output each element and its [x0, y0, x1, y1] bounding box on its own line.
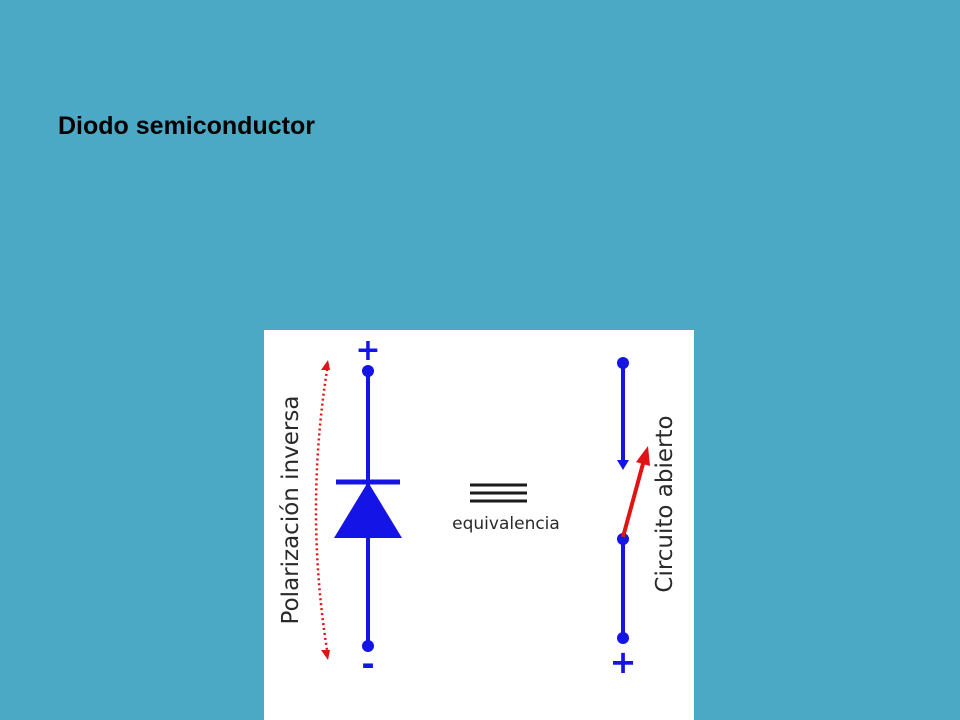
reverse-bias-diode: + -: [334, 333, 402, 683]
diode-icon: [334, 479, 402, 538]
diode-top-sign: +: [355, 333, 380, 368]
switch-bottom-sign: +: [610, 643, 637, 681]
open-circuit: +: [610, 357, 650, 681]
polarization-label: Polarización inversa: [278, 396, 304, 625]
open-circuit-label: Circuito abierto: [652, 415, 678, 592]
switch-lever-arrow-icon: [621, 446, 650, 538]
dotted-arc: [314, 363, 330, 657]
diode-bottom-terminal: [362, 640, 374, 652]
equivalence: equivalencia: [452, 483, 560, 534]
diode-bottom-sign: -: [361, 645, 374, 683]
slide-title: Diodo semiconductor: [58, 112, 315, 140]
arc-bottom-arrowhead-icon: [321, 650, 330, 660]
open-switch-icon: [617, 357, 629, 644]
diode-top-terminal: [362, 365, 374, 377]
reverse-bias-arrow: [314, 360, 330, 660]
switch-contact-tip: [617, 460, 629, 470]
equivalence-label: equivalencia: [452, 514, 560, 534]
diode-anode-triangle: [334, 482, 402, 538]
diode-equivalence-diagram: + - Polarización inversa equiva: [278, 333, 678, 683]
diagram-panel: + - Polarización inversa equiva: [264, 330, 694, 720]
switch-pivot-terminal: [617, 533, 629, 545]
switch-top-terminal: [617, 357, 629, 369]
triple-bar-icon: [470, 483, 527, 503]
arc-top-arrowhead-icon: [321, 360, 330, 370]
switch-bottom-terminal: [617, 632, 629, 644]
